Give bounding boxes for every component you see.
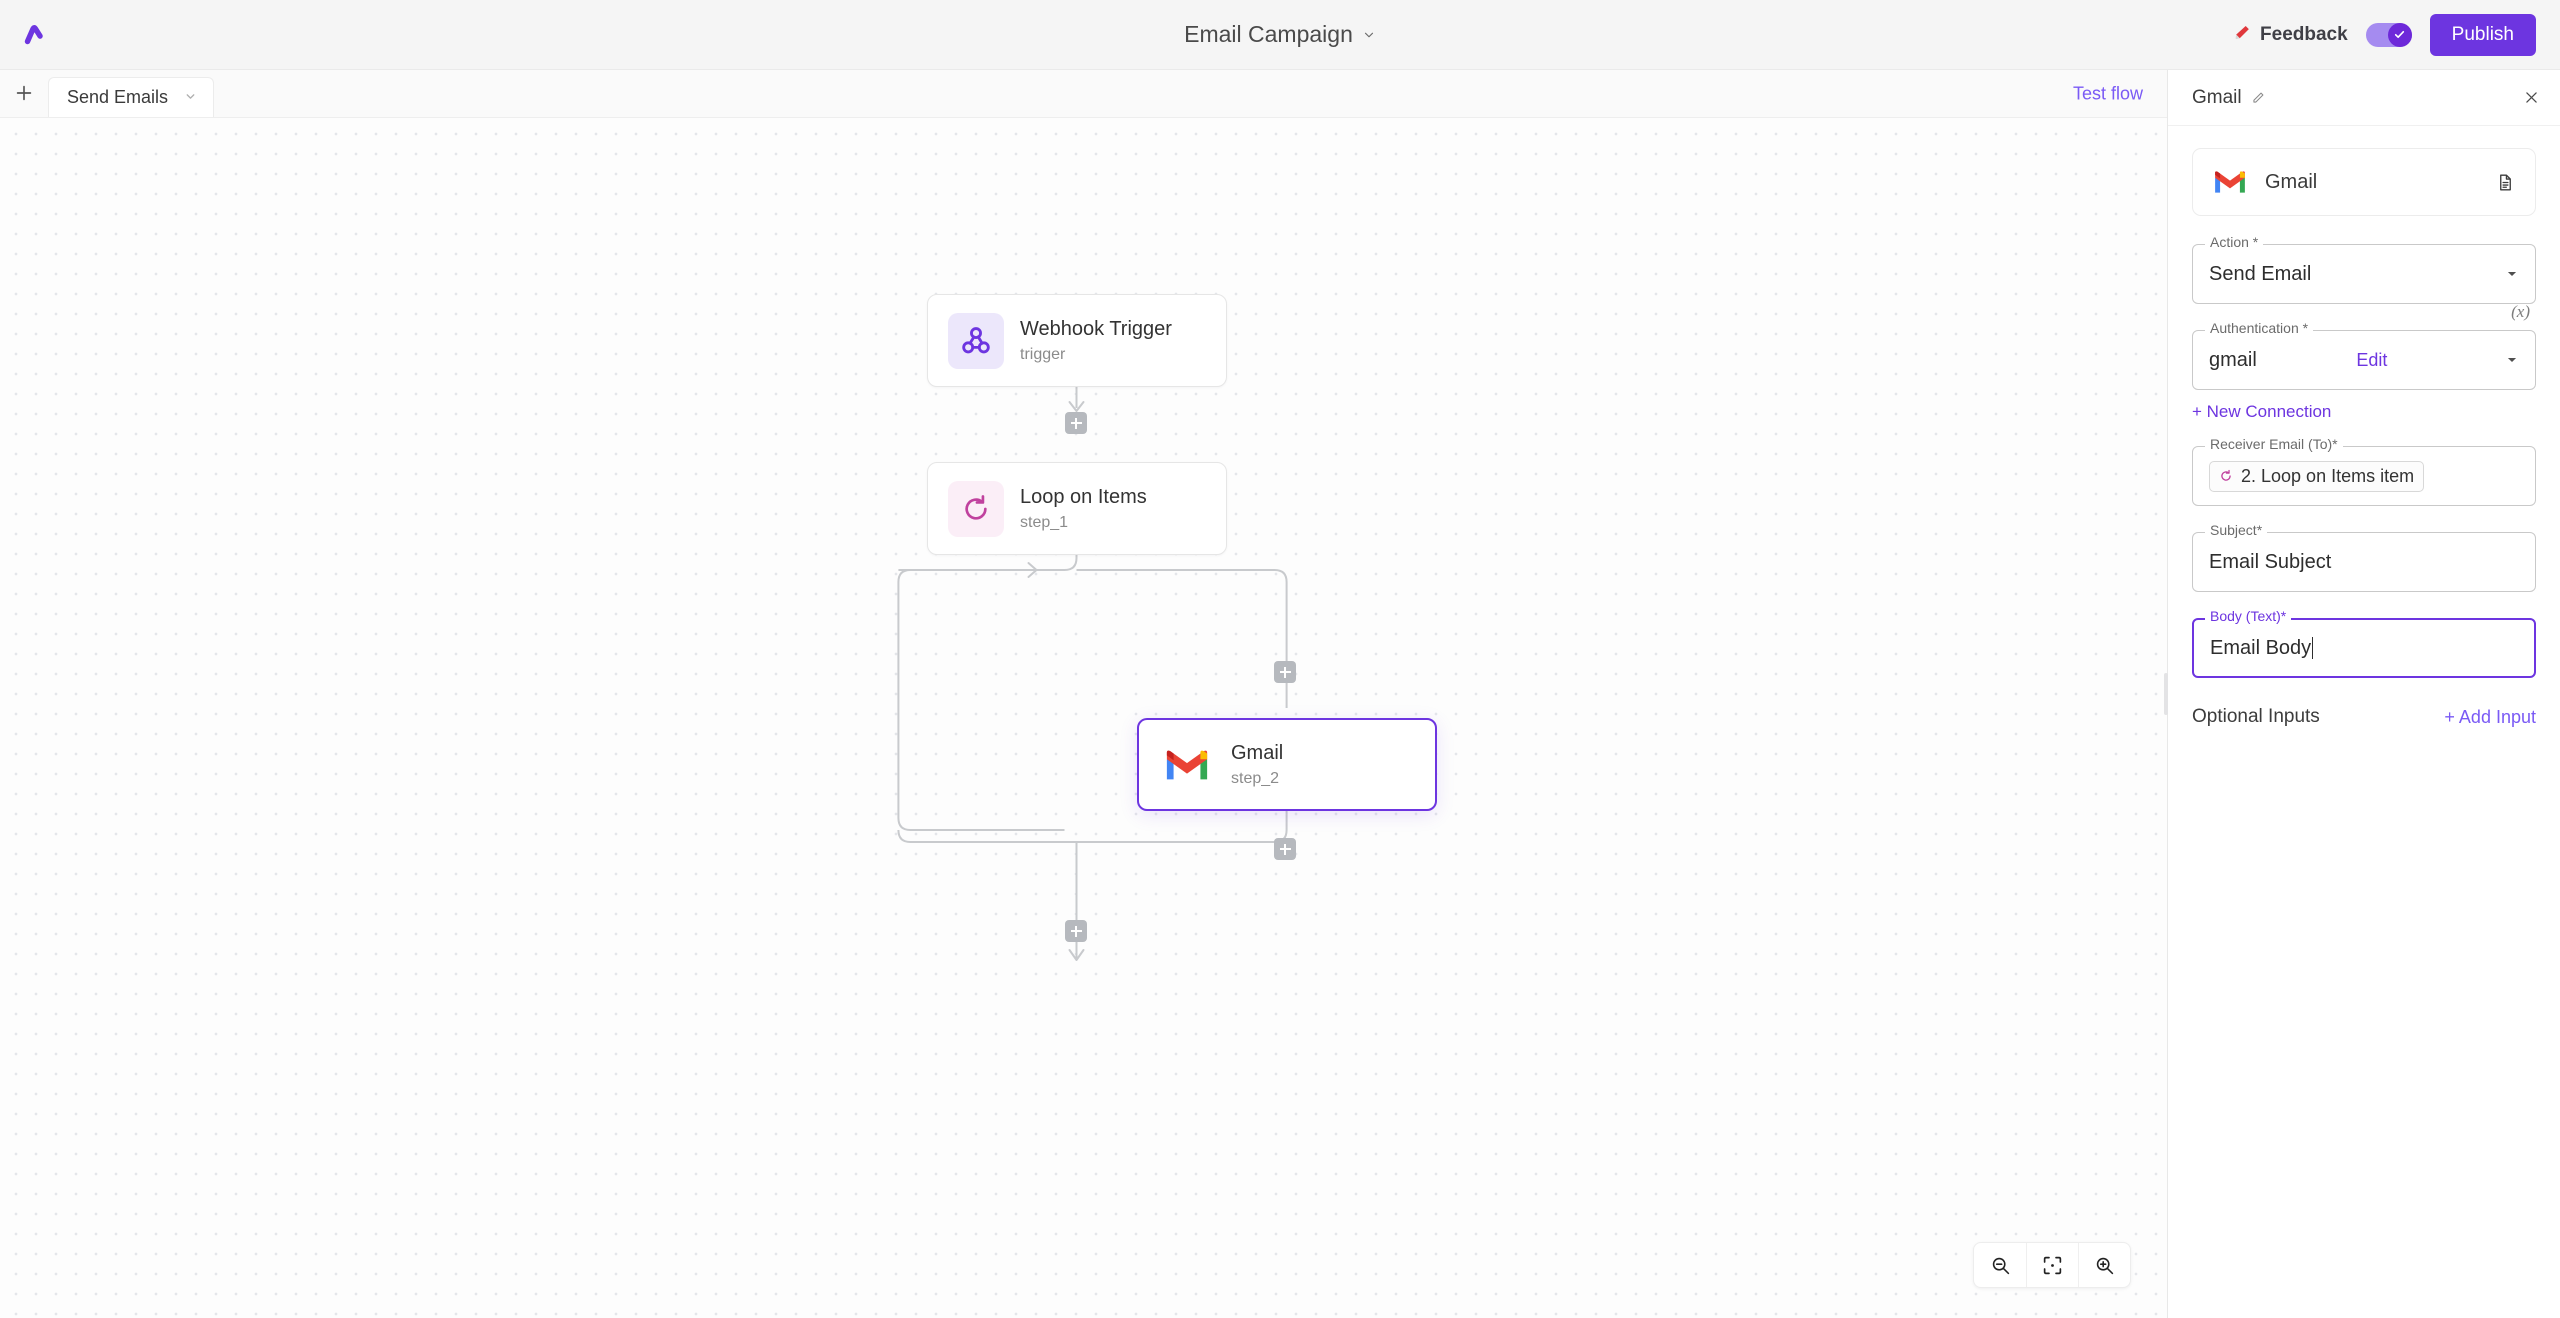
panel-header: Gmail — [2168, 70, 2560, 126]
tab-label: Send Emails — [67, 87, 169, 107]
variable-token-label: 2. Loop on Items item — [2241, 465, 2415, 486]
authentication-field[interactable]: (x) Authentication * gmail Edit — [2192, 302, 2536, 390]
chevron-down-icon[interactable] — [2505, 353, 2519, 367]
panel-resize-handle[interactable] — [2164, 673, 2168, 715]
activepieces-logo-icon[interactable] — [14, 15, 54, 55]
add-step-loop-before-gmail[interactable] — [1274, 661, 1296, 683]
body-text-label: Body (Text)* — [2205, 608, 2292, 624]
top-bar: Email Campaign Feedback Publi — [0, 0, 2560, 70]
action-select[interactable]: Send Email — [2192, 244, 2536, 304]
step-settings-panel: Gmail — [2164, 70, 2560, 1318]
subject-input[interactable]: Email Subject — [2192, 532, 2536, 592]
chevron-down-icon[interactable] — [1362, 28, 1376, 42]
piece-app-card[interactable]: Gmail — [2192, 148, 2536, 216]
zoom-out-icon[interactable] — [1974, 1243, 2026, 1287]
chevron-down-icon[interactable] — [2505, 267, 2519, 281]
app-body: Send Emails Test flow — [0, 70, 2560, 1318]
fit-view-icon[interactable] — [2026, 1243, 2078, 1287]
add-tab-button[interactable] — [0, 69, 48, 117]
add-input-button[interactable]: + Add Input — [2444, 706, 2536, 727]
subject-field[interactable]: Subject* Email Subject — [2192, 522, 2536, 592]
authentication-select[interactable]: gmail Edit — [2192, 330, 2536, 390]
flow-connectors — [897, 334, 1288, 961]
node-subtitle: trigger — [1020, 345, 1066, 363]
optional-inputs-label: Optional Inputs — [2192, 706, 2320, 727]
node-title: Webhook Trigger — [1020, 317, 1172, 340]
authentication-label: Authentication * — [2205, 320, 2314, 336]
edit-connection-link[interactable]: Edit — [2356, 349, 2388, 370]
test-flow-button[interactable]: Test flow — [2072, 83, 2143, 103]
flow-node-trigger[interactable]: Webhook Trigger trigger — [927, 294, 1227, 387]
panel-title: Gmail — [2192, 86, 2242, 108]
body-text-input[interactable]: Email Body — [2192, 618, 2536, 678]
document-icon[interactable] — [2496, 173, 2515, 192]
webhook-icon — [948, 312, 1004, 369]
subject-value: Email Subject — [2209, 550, 2332, 573]
action-label: Action * — [2205, 234, 2264, 250]
loop-refresh-icon — [2219, 469, 2233, 483]
subject-label: Subject* — [2205, 522, 2268, 538]
flow-node-loop-on-items[interactable]: Loop on Items step_1 — [927, 462, 1227, 555]
gmail-icon — [1159, 737, 1215, 793]
action-field[interactable]: Action * Send Email — [2192, 234, 2536, 304]
body-text-field[interactable]: Body (Text)* Email Body — [2192, 608, 2536, 678]
tab-send-emails[interactable]: Send Emails — [48, 77, 215, 117]
page-title[interactable]: Email Campaign — [1184, 21, 1353, 47]
add-step-loop-after-gmail[interactable] — [1274, 838, 1296, 860]
new-connection-link[interactable]: + New Connection — [2192, 402, 2332, 421]
optional-inputs-row: Optional Inputs + Add Input — [2192, 706, 2536, 728]
add-step-after-trigger[interactable] — [1065, 412, 1087, 434]
flow-enabled-toggle[interactable] — [2365, 22, 2412, 47]
receiver-email-label: Receiver Email (To)* — [2205, 436, 2343, 452]
add-step-after-loop[interactable] — [1065, 920, 1087, 942]
flow-node-gmail[interactable]: Gmail step_2 — [1137, 718, 1437, 811]
node-title: Loop on Items — [1020, 485, 1147, 508]
body-text-value: Email Body — [2210, 636, 2312, 659]
panel-body: Gmail Action * Send Email — [2168, 126, 2560, 1318]
feedback-label: Feedback — [2260, 23, 2348, 45]
node-title: Gmail — [1231, 741, 1284, 764]
variable-token[interactable]: 2. Loop on Items item — [2209, 460, 2425, 492]
flow-title-wrap: Email Campaign — [0, 0, 2560, 69]
authentication-value: gmail — [2209, 348, 2257, 371]
flow-canvas[interactable]: Webhook Trigger trigger Loop on Items st… — [0, 118, 2167, 1318]
action-value: Send Email — [2209, 262, 2312, 285]
close-icon[interactable] — [2523, 89, 2540, 106]
piece-app-name: Gmail — [2265, 170, 2318, 193]
megaphone-icon — [2233, 22, 2252, 47]
receiver-email-field[interactable]: Receiver Email (To)* 2. Loop on Items it… — [2192, 436, 2536, 506]
node-subtitle: step_1 — [1020, 513, 1069, 531]
editor-left: Send Emails Test flow — [0, 70, 2167, 1318]
check-icon — [2387, 22, 2412, 47]
publish-button[interactable]: Publish — [2429, 13, 2536, 56]
gmail-icon — [2213, 169, 2247, 195]
zoom-in-icon[interactable] — [2078, 1243, 2130, 1287]
receiver-email-input[interactable]: 2. Loop on Items item — [2192, 446, 2536, 506]
loop-refresh-icon — [948, 480, 1004, 537]
variable-insert-icon[interactable]: (x) — [2511, 302, 2530, 321]
top-bar-actions: Feedback Publish — [2233, 13, 2536, 56]
chevron-down-icon[interactable] — [184, 87, 197, 108]
pencil-icon[interactable] — [2251, 91, 2265, 105]
canvas-zoom-controls — [1973, 1242, 2131, 1288]
node-subtitle: step_2 — [1231, 769, 1280, 787]
feedback-button[interactable]: Feedback — [2233, 22, 2348, 47]
text-caret — [2312, 637, 2314, 659]
flow-tab-bar: Send Emails Test flow — [0, 70, 2167, 118]
